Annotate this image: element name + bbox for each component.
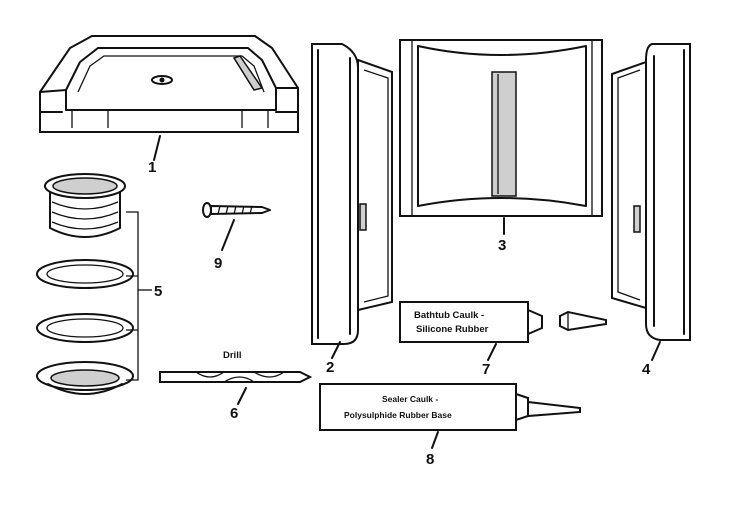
right-wall-panel: 4 [611, 43, 691, 378]
drill-bit: Drill 6 [159, 350, 313, 422]
shower-base: 1 [39, 35, 299, 176]
callout-4: 4 [642, 361, 651, 378]
left-wall-panel: 2 [311, 43, 393, 376]
callout-6: 6 [230, 405, 238, 422]
sealer-tube-label-line2: Polysulphide Rubber Base [344, 410, 452, 420]
back-wall-panel: 3 [399, 39, 603, 254]
sealer-tube-label-line1: Sealer Caulk - [382, 394, 438, 404]
screw: 9 [202, 202, 271, 272]
sealer-caulk-tube: Sealer Caulk - Polysulphide Rubber Base … [319, 383, 581, 468]
caulk-tube-label-line1: Bathtub Caulk - [414, 310, 484, 321]
callout-5: 5 [154, 283, 162, 300]
callout-9: 9 [214, 255, 222, 272]
drill-label: Drill [223, 350, 241, 361]
caulk-tube-label-line2: Silicone Rubber [416, 324, 489, 335]
callout-2: 2 [326, 359, 334, 376]
callout-8: 8 [426, 451, 434, 468]
callout-3: 3 [498, 237, 506, 254]
bathtub-caulk-tube: Bathtub Caulk - Silicone Rubber 7 [399, 301, 607, 378]
callout-7: 7 [482, 361, 490, 378]
callout-1: 1 [148, 159, 156, 176]
drain-assembly: 5 [36, 173, 162, 395]
